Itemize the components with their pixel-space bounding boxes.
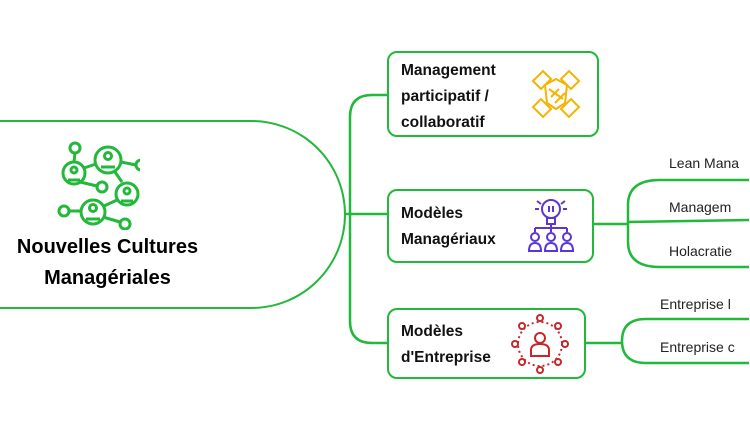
leaf-item[interactable]: Entreprise c: [660, 339, 735, 355]
branch-label-line: Modèles: [401, 205, 464, 222]
branch-label-line: collaboratif: [401, 114, 485, 131]
central-title-line1: Nouvelles Cultures: [16, 236, 199, 258]
branch-modeles-entreprise[interactable]: Modèles d'Entreprise: [387, 308, 586, 379]
branch-label: Management participatif / collaboratif: [401, 58, 496, 136]
network-people-icon: [57, 141, 140, 230]
branch-modeles-manageriaux[interactable]: Modèles Managériaux: [387, 189, 594, 263]
branch-label-line: d'Entreprise: [401, 349, 491, 366]
central-node[interactable]: Nouvelles Cultures Managériales: [0, 120, 346, 309]
central-title: Nouvelles Cultures Managériales: [0, 232, 215, 294]
branch-label: Modèles Managériaux: [401, 201, 496, 253]
leaf-item[interactable]: Managem: [669, 199, 732, 215]
branch-management-participatif[interactable]: Management participatif / collaboratif: [387, 51, 599, 137]
branch-label-line: participatif /: [401, 88, 489, 105]
person-network-icon: [511, 314, 569, 374]
hands-together-icon: [531, 69, 581, 119]
branch-label-line: Management: [401, 62, 496, 79]
central-title-line2: Managériales: [44, 267, 171, 289]
leaf-item[interactable]: Lean Mana: [669, 155, 740, 171]
branch-label-line: Modèles: [401, 323, 464, 340]
branch-label-line: Managériaux: [401, 231, 496, 248]
leaf-item[interactable]: Entreprise l: [660, 296, 731, 312]
leaf-item[interactable]: Holacratie: [669, 243, 733, 259]
branch-label: Modèles d'Entreprise: [401, 319, 491, 371]
idea-team-icon: [527, 199, 575, 252]
